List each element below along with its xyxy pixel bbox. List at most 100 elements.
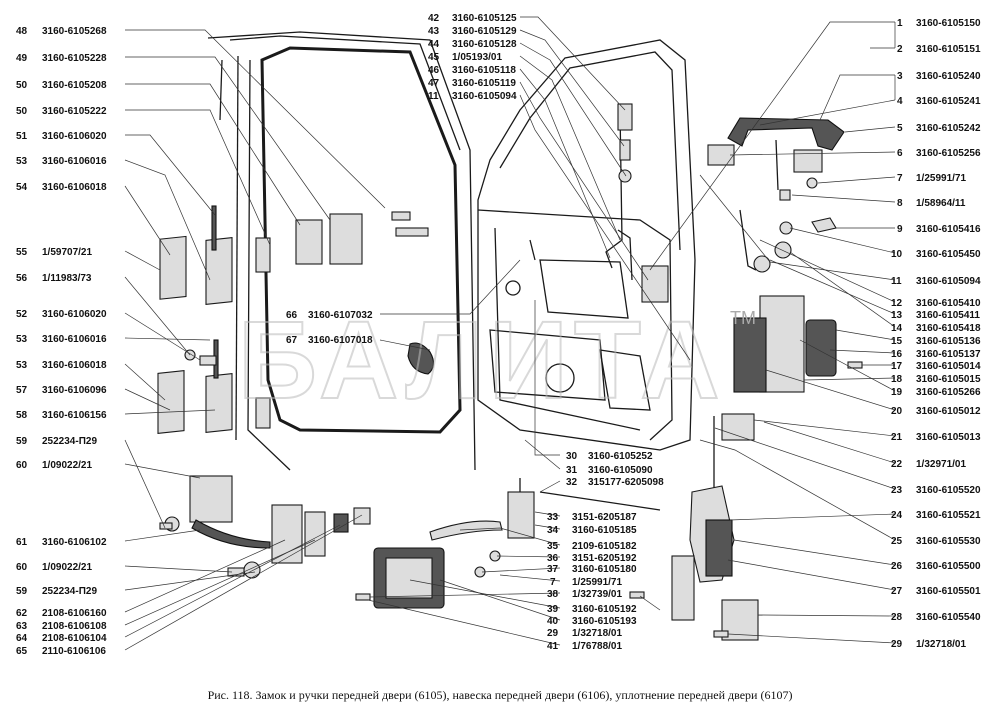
label-number: 62	[16, 608, 28, 619]
label-code: 252234-П29	[42, 586, 97, 597]
label-code: 315177-6205098	[588, 477, 664, 488]
label-code: 3160-6105416	[916, 224, 981, 235]
label-number: 44	[428, 39, 440, 50]
watermark-tm: TM	[730, 308, 756, 328]
label-code: 3160-6105129	[452, 26, 517, 37]
label-number: 26	[891, 561, 903, 572]
label-code: 3151-6205192	[572, 553, 637, 564]
label-code: 3160-6105094	[916, 276, 981, 287]
label-code: 3160-6105252	[588, 451, 653, 462]
label-number: 42	[428, 13, 440, 24]
label-number: 6	[897, 148, 903, 159]
label-number: 37	[547, 564, 559, 575]
label-number: 1	[897, 18, 903, 29]
label-number: 51	[16, 131, 28, 142]
label-code: 3160-6105450	[916, 249, 981, 260]
label-code: 3160-6106096	[42, 385, 107, 396]
label-code: 3160-6105151	[916, 44, 981, 55]
label-number: 4	[897, 96, 903, 107]
label-code: 3160-6105208	[42, 80, 107, 91]
label-number: 19	[891, 387, 903, 398]
label-code: 3160-6105410	[916, 298, 981, 309]
label-number: 50	[16, 80, 28, 91]
label-number: 20	[891, 406, 903, 417]
labels-bottom-middle: 30 3160-6105252 31 3160-6105090 32 31517…	[547, 451, 664, 652]
label-number: 57	[16, 385, 28, 396]
label-code: 3160-6106016	[42, 156, 107, 167]
label-code: 1/09022/21	[42, 562, 92, 573]
label-number: 13	[891, 310, 903, 321]
label-number: 38	[547, 589, 559, 600]
label-number: 22	[891, 459, 903, 470]
label-number: 61	[16, 537, 28, 548]
label-number: 52	[16, 309, 28, 320]
label-code: 2108-6106160	[42, 608, 107, 619]
label-code: 3160-6105180	[572, 564, 637, 575]
label-code: 3160-6105136	[916, 336, 981, 347]
label-code: 3160-6105266	[916, 387, 981, 398]
label-number: 55	[16, 247, 28, 258]
label-code: 1/05193/01	[452, 52, 502, 63]
label-number: 5	[897, 123, 903, 134]
label-number: 43	[428, 26, 440, 37]
label-code: 2108-6106108	[42, 621, 107, 632]
label-code: 3160-6105268	[42, 26, 107, 37]
label-code: 3160-6105256	[916, 148, 981, 159]
label-number: 49	[16, 53, 28, 64]
label-number: 21	[891, 432, 903, 443]
door-opening-drawing	[207, 31, 476, 471]
label-code: 3160-6105128	[452, 39, 517, 50]
label-code: 3160-6105125	[452, 13, 517, 24]
labels-right: 1 3160-6105150 2 3160-6105151 3 3160-610…	[891, 18, 981, 650]
label-code: 1/59707/21	[42, 247, 92, 258]
label-number: 14	[891, 323, 903, 334]
label-code: 2108-6106104	[42, 633, 107, 644]
label-number: 30	[566, 451, 578, 462]
label-code: 3160-6105530	[916, 536, 981, 547]
label-number: 11	[428, 91, 439, 102]
label-number: 23	[891, 485, 903, 496]
watermark-text: БАЛИТА	[238, 299, 726, 422]
label-code: 3160-6105500	[916, 561, 981, 572]
label-code: 3160-6105118	[452, 65, 516, 76]
label-number: 9	[897, 224, 903, 235]
label-code: 3160-6107018	[308, 335, 373, 346]
label-number: 60	[16, 460, 28, 471]
label-code: 3160-6105090	[588, 465, 653, 476]
parts-drawing	[157, 103, 863, 641]
label-code: 2110-6106106	[42, 646, 106, 657]
label-code: 1/25991/71	[916, 173, 966, 184]
label-number: 31	[566, 465, 578, 476]
label-code: 1/32718/01	[572, 628, 622, 639]
label-code: 3160-6106018	[42, 360, 107, 371]
label-number: 7	[550, 577, 556, 588]
label-code: 3160-6105222	[42, 106, 107, 117]
label-number: 12	[891, 298, 903, 309]
label-code: 1/76788/01	[572, 641, 622, 652]
leader-lines	[124, 16, 896, 651]
label-code: 3160-6105411	[916, 310, 980, 321]
label-code: 3160-6106102	[42, 537, 107, 548]
label-number: 35	[547, 541, 559, 552]
label-code: 3160-6105540	[916, 612, 981, 623]
label-code: 3160-6105137	[916, 349, 981, 360]
label-code: 2109-6105182	[572, 541, 637, 552]
label-code: 1/11983/73	[42, 273, 92, 284]
label-code: 3160-6105094	[452, 91, 517, 102]
label-number: 34	[547, 525, 559, 536]
label-number: 25	[891, 536, 903, 547]
label-code: 3160-6105015	[916, 374, 981, 385]
label-number: 39	[547, 604, 559, 615]
label-code: 3160-6105192	[572, 604, 637, 615]
label-number: 3	[897, 71, 903, 82]
label-code: 3160-6105418	[916, 323, 981, 334]
label-code: 3160-6105150	[916, 18, 981, 29]
label-number: 29	[891, 639, 903, 650]
label-number: 59	[16, 436, 28, 447]
label-code: 1/09022/21	[42, 460, 92, 471]
labels-top-middle: 42 3160-6105125 43 3160-6105129 44 3160-…	[286, 13, 517, 346]
label-code: 3160-6106156	[42, 410, 107, 421]
label-code: 3160-6105185	[572, 525, 637, 536]
label-code: 3160-6105013	[916, 432, 981, 443]
